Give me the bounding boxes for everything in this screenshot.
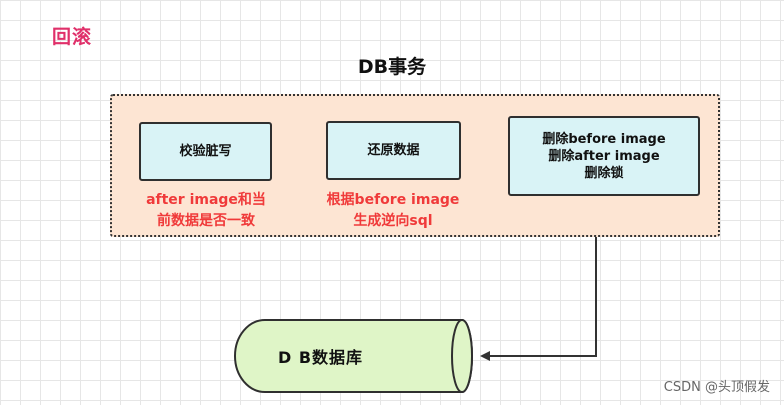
note-check-dirty-write-line-2: 前数据是否一致 [157, 213, 255, 229]
step-delete-undo-log: 删除before image 删除after image 删除锁 [508, 116, 700, 196]
step-delete-before-image-label: 删除before image [542, 131, 666, 147]
database-label: D B数据库 [278, 348, 364, 367]
diagram-title: DB事务 [357, 56, 427, 78]
step-restore-data-label: 还原数据 [367, 143, 420, 158]
step-delete-lock-label: 删除锁 [584, 165, 624, 181]
note-restore-data: 根据before image 生成逆向sql [312, 190, 474, 232]
step-check-dirty-write-label: 校验脏写 [179, 144, 232, 159]
note-restore-data-line-2: 生成逆向sql [353, 213, 433, 229]
step-delete-after-image-label: 删除after image [548, 148, 660, 164]
watermark: CSDN @头顶假发 [663, 380, 770, 395]
note-check-dirty-write-line-1: after image和当 [146, 192, 266, 208]
step-check-dirty-write: 校验脏写 [139, 122, 272, 181]
note-check-dirty-write: after image和当 前数据是否一致 [128, 190, 284, 232]
note-restore-data-line-1: 根据before image [326, 192, 460, 208]
step-restore-data: 还原数据 [326, 121, 461, 180]
database-cylinder [234, 319, 473, 393]
connector-arrow [480, 237, 597, 361]
corner-title: 回滚 [52, 26, 93, 48]
